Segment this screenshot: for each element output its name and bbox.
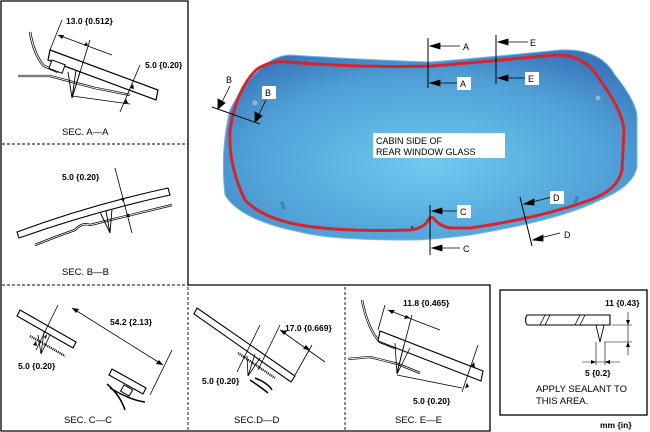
section-e-dim-offset: 5.0 {0.20}	[413, 396, 451, 406]
section-a-dim-width: 13.0 {0.512}	[66, 16, 113, 26]
section-c-drawing	[16, 304, 173, 411]
detail-height-dim: 11 {0.43}	[605, 298, 640, 308]
section-a-caption: SEC. A—A	[62, 127, 109, 138]
marker-a-upper: A	[463, 42, 469, 52]
section-b-drawing	[16, 167, 173, 247]
marker-a-lower-bg	[457, 77, 471, 90]
detail-note-line1: APPLY SEALANT TO	[536, 384, 627, 395]
marker-e-upper: E	[530, 38, 536, 48]
marker-d-upper-bg	[550, 191, 564, 204]
section-c-dim-offset: 5.0 {0.20}	[18, 361, 56, 371]
sealant-detail-drawing	[524, 312, 632, 365]
section-d-drawing	[193, 307, 326, 394]
section-c-dim-distance: 54.2 {2.13}	[110, 317, 153, 327]
marker-d-lower: D	[564, 230, 571, 240]
marker-e-lower-bg	[525, 72, 539, 85]
marker-b-inner: B	[265, 88, 271, 98]
units-label: mm {in}	[600, 420, 632, 430]
section-e-drawing	[347, 299, 484, 393]
marker-b-inner-bg	[262, 86, 276, 99]
section-d-dim-distance: 17.0 {0.669}	[285, 323, 332, 333]
section-d-dim-offset: 5.0 {0.20}	[202, 376, 240, 386]
glass-label-box	[373, 133, 505, 158]
section-e-caption: SEC. E—E	[395, 415, 442, 426]
glass-label-line2: REAR WINDOW GLASS	[376, 147, 476, 157]
detail-width-dim: 5 {0.2}	[585, 368, 611, 378]
section-b-dim-offset: 5.0 {0.20}	[62, 172, 100, 182]
detail-note-line2: THIS AREA.	[536, 396, 588, 407]
marker-d-upper: D	[553, 193, 560, 203]
marker-e-lower: E	[528, 74, 534, 84]
marker-c-upper-bg	[457, 205, 471, 218]
marker-b-outer: B	[226, 75, 232, 85]
section-b-caption: SEC. B—B	[62, 267, 109, 278]
marker-a-lower: A	[460, 79, 466, 89]
section-d-caption: SEC.D—D	[234, 415, 280, 426]
section-c-caption: SEC. C—C	[64, 415, 112, 426]
marker-c-upper: C	[460, 207, 467, 217]
marker-c-lower: C	[463, 244, 470, 254]
glass-label-line1: CABIN SIDE OF	[376, 136, 443, 146]
section-a-dim-offset: 5.0 {0.20}	[145, 60, 183, 70]
section-e-dim-distance: 11.8 {0.465}	[403, 298, 450, 308]
section-a-drawing	[18, 19, 159, 113]
